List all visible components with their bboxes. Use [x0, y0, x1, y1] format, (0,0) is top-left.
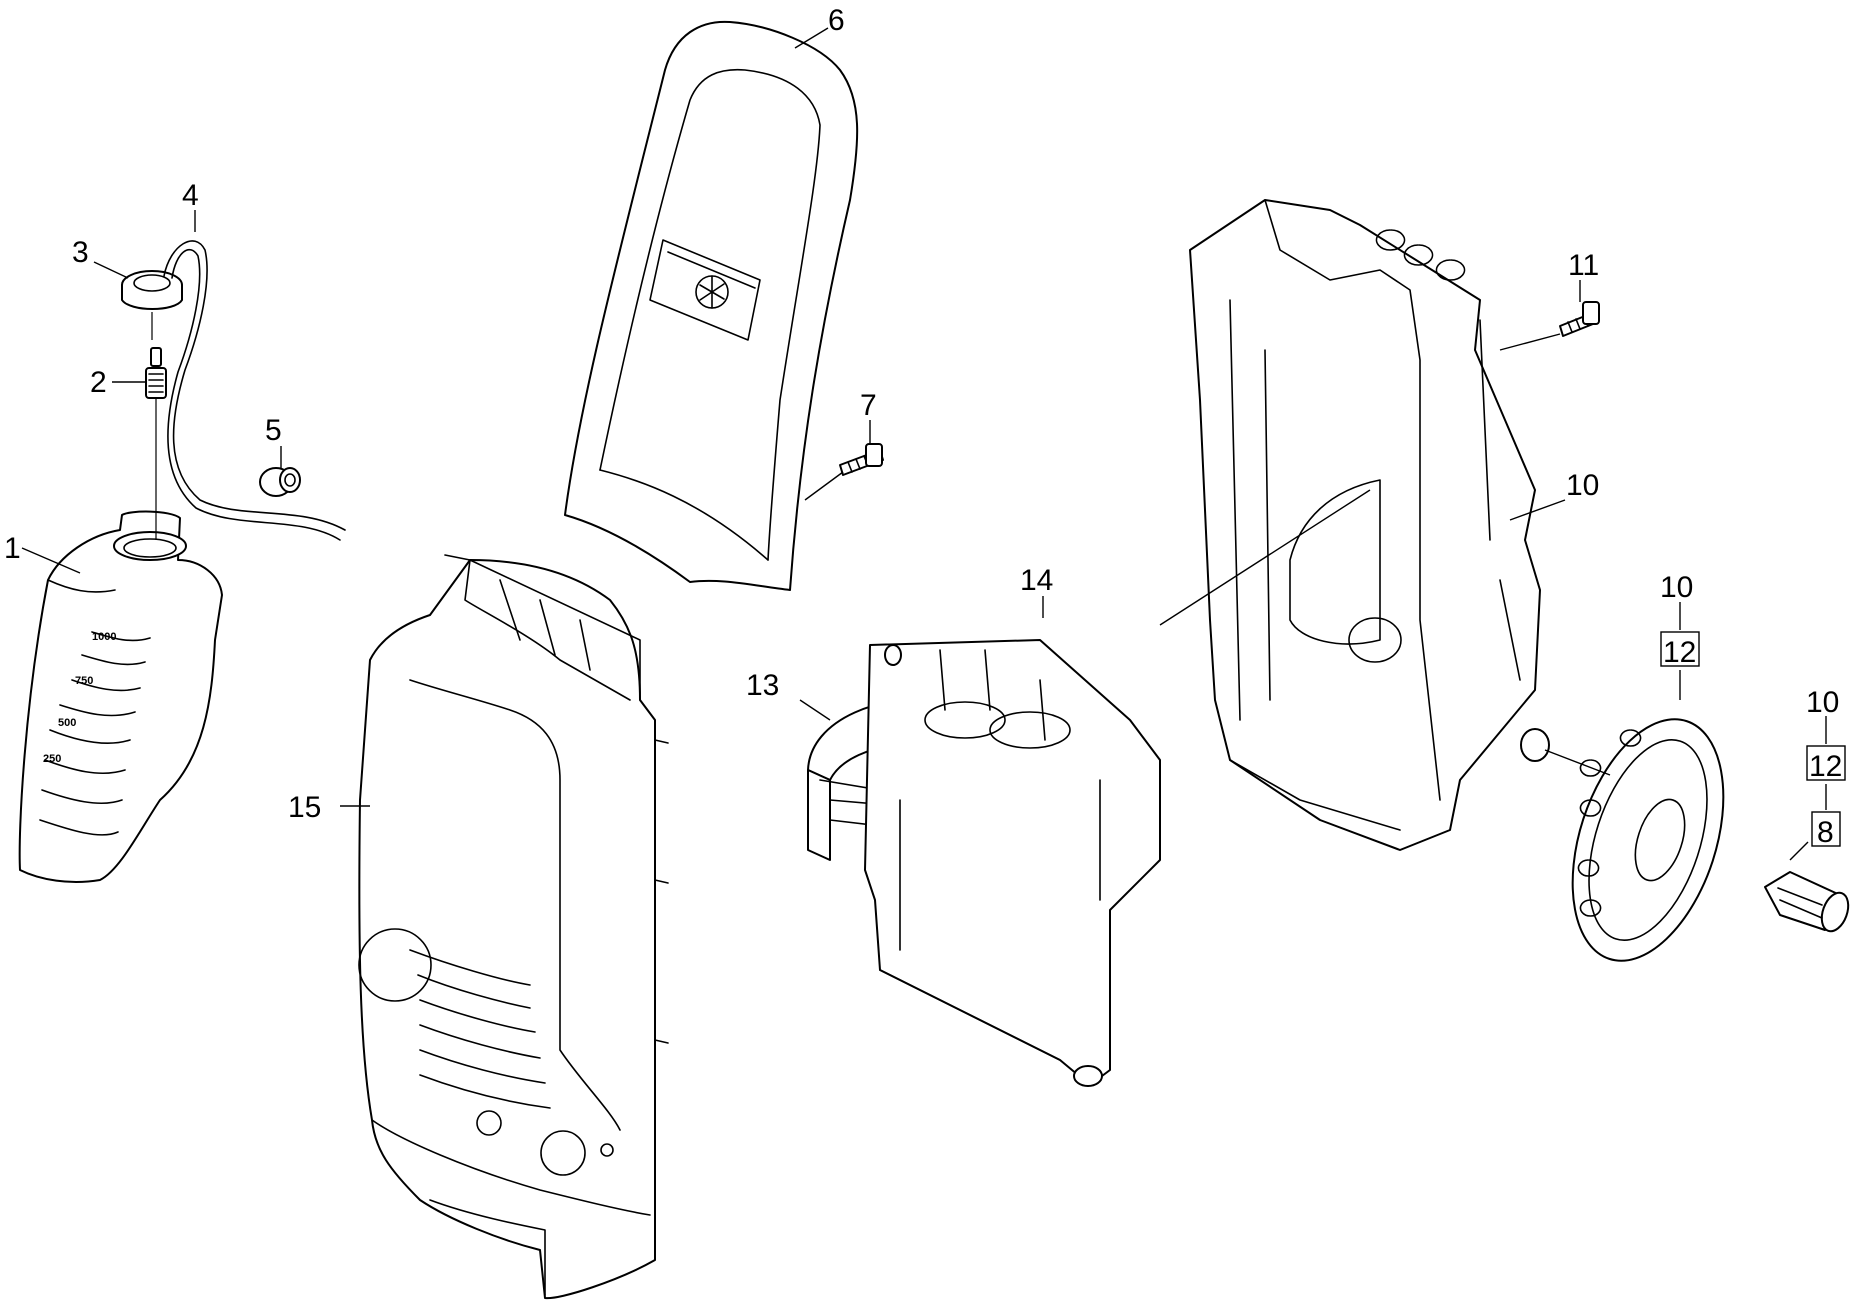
- callout-13: 13: [746, 669, 779, 702]
- tank-mark-750: 750: [75, 675, 93, 687]
- callout-box-8: [1811, 811, 1841, 847]
- callout-12b: 12: [1809, 750, 1842, 783]
- part-cap: [121, 270, 183, 340]
- callout-10a: 10: [1566, 469, 1599, 502]
- callout-7: 7: [860, 389, 877, 422]
- tank-mark-250: 250: [43, 753, 61, 765]
- callout-10b: 10: [1660, 571, 1693, 604]
- part-handle: [564, 20, 859, 591]
- callout-8: 8: [1817, 816, 1834, 849]
- callout-12a: 12: [1663, 636, 1696, 669]
- callout-15: 15: [288, 791, 321, 824]
- part-wheel: [1571, 718, 1725, 962]
- part-motor-frame: [864, 639, 1161, 1087]
- callout-2: 2: [90, 366, 107, 399]
- part-screw-7: [839, 443, 884, 476]
- part-plug: [259, 467, 301, 497]
- part-rear-housing: [1189, 199, 1550, 851]
- part-screw-11: [1559, 301, 1600, 337]
- callout-4: 4: [182, 179, 199, 212]
- callout-1: 1: [4, 532, 21, 565]
- callout-11: 11: [1568, 249, 1599, 282]
- part-hose: [163, 240, 346, 541]
- leader-lines: [21, 27, 1827, 861]
- tank-mark-500: 500: [58, 717, 76, 729]
- part-axle: [1764, 871, 1850, 933]
- callout-10c: 10: [1806, 686, 1839, 719]
- callout-14: 14: [1020, 564, 1053, 597]
- part-front-housing: [358, 554, 669, 1300]
- callout-box-12a: [1660, 631, 1700, 667]
- part-filter: [145, 347, 167, 540]
- callout-6: 6: [828, 4, 845, 37]
- callout-3: 3: [72, 236, 89, 269]
- tank-mark-1000: 1000: [92, 631, 116, 643]
- part-detergent-tank: 1000 750 500 250: [18, 510, 223, 883]
- callout-5: 5: [265, 414, 282, 447]
- callout-box-12b: [1806, 745, 1846, 781]
